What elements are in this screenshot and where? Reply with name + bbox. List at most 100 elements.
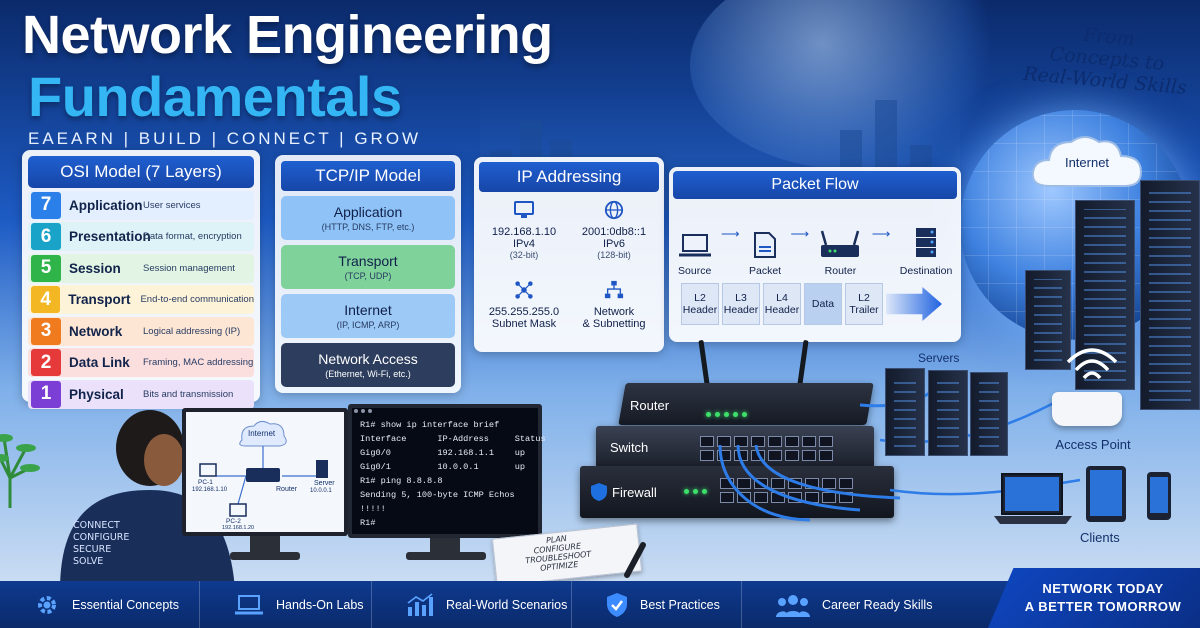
frame-segment-line-1: L2 <box>694 292 706 304</box>
frame-segment-line-2: Header <box>764 304 800 316</box>
diagram-pc2-label: PC-2 <box>226 518 241 525</box>
osi-layer-desc: Session management <box>143 262 235 274</box>
flow-step-router: Router <box>818 229 862 277</box>
globe-icon <box>604 200 624 219</box>
team-icon <box>776 594 810 617</box>
subnetting-cell: Network & Subnetting <box>569 267 659 342</box>
shield-icon <box>591 483 607 501</box>
osi-layer-2: 2 Data Link Framing, MAC addressing <box>28 348 254 377</box>
ipv4-bits: (32-bit) <box>509 249 539 260</box>
clients-label: Clients <box>1080 530 1120 545</box>
terminal-line: Gig0/0 192.168.1.1 up <box>360 448 526 458</box>
ip-title: IP Addressing <box>479 162 659 192</box>
tower-server <box>970 372 1008 456</box>
monitor-base <box>406 552 486 560</box>
shirt-line: SECURE <box>73 544 112 555</box>
diagram-pc2-ip: 192.168.1.20 <box>222 525 255 531</box>
topology-diagram <box>199 420 328 517</box>
router-label: Router <box>630 398 670 413</box>
packet-flow-steps: Source ⟶ Packet ⟶ Router ⟶ Destination <box>673 199 957 277</box>
slogan-banner: NETWORK TODAY A BETTER TOMORROW <box>988 568 1200 628</box>
wifi-icon <box>1066 348 1118 380</box>
arrow-right-icon: ⟶ <box>871 226 891 241</box>
subnet-mask-cell: 255.255.255.0 Subnet Mask <box>479 267 569 342</box>
tcpip-layer-protocols: (IP, ICMP, ARP) <box>336 320 400 330</box>
osi-layer-name: Data Link <box>69 355 130 370</box>
terminal-line: !!!!! <box>360 504 386 514</box>
tcpip-layer: Internet (IP, ICMP, ARP) <box>281 294 455 338</box>
title-line-1: Network Engineering <box>22 5 553 65</box>
feature-label: Real-World Scenarios <box>446 597 568 612</box>
terminal-line: R1# show ip interface brief <box>360 420 500 430</box>
flow-step-label: Packet <box>749 265 782 277</box>
arrow-right-icon <box>886 287 942 321</box>
feature-label: Career Ready Skills <box>822 597 933 612</box>
terminal-line: R1# ping 8.8.8.8 <box>360 476 443 486</box>
frame-segment-line-1: L3 <box>735 292 747 304</box>
tcpip-layer-protocols: (Ethernet, Wi-Fi, etc.) <box>325 369 411 379</box>
shirt-line: SOLVE <box>73 556 104 567</box>
internet-label: Internet <box>1064 155 1110 170</box>
packet-flow-panel: Packet Flow Source ⟶ Packet ⟶ Router ⟶ D… <box>669 167 961 342</box>
server-icon <box>916 228 937 257</box>
ipv6-cell: 2001:0db8::1 IPv6 (128-bit) <box>569 192 659 267</box>
frame-segment-line-2: Header <box>723 304 759 316</box>
tcpip-layer: Network Access (Ethernet, Wi-Fi, etc.) <box>281 343 455 387</box>
tower-server <box>885 368 925 456</box>
tcpip-layer-name: Transport <box>338 253 398 269</box>
tcpip-layer-name: Internet <box>344 302 392 318</box>
terminal-line: Gig0/1 10.0.0.1 up <box>360 462 526 472</box>
monitor-stand <box>430 538 460 554</box>
ipv6-bits: (128-bit) <box>597 249 631 260</box>
frame-segment: Data <box>804 283 842 325</box>
tcpip-title: TCP/IP Model <box>281 161 455 191</box>
tcpip-layer-protocols: (TCP, UDP) <box>344 271 392 281</box>
gear-icon <box>38 595 56 614</box>
arrow-right-icon: ⟶ <box>721 226 740 241</box>
flow-step-label: Router <box>824 265 857 277</box>
frame-segment-line-2: Trailer <box>849 304 879 316</box>
firewall-status-leds <box>684 489 707 494</box>
router-icon <box>821 230 860 257</box>
shirt-line: CONFIGURE <box>73 532 130 543</box>
frame-segment-line-1: L4 <box>776 292 788 304</box>
osi-layer-number: 6 <box>31 223 61 250</box>
flow-step-destination: Destination <box>900 227 952 277</box>
feature-label: Hands-On Labs <box>276 597 364 612</box>
feature-career-ready-skills: Career Ready Skills <box>742 581 942 628</box>
subnetting-line-2: & Subnetting <box>582 317 646 330</box>
subnet-mask-value: 255.255.255.0 <box>488 305 560 318</box>
diagram-router-label: Router <box>276 486 298 493</box>
feature-best-practices: Best Practices <box>572 581 742 628</box>
access-point-device <box>1052 392 1122 426</box>
osi-title: OSI Model (7 Layers) <box>28 156 254 188</box>
shirt-text: CONNECT CONFIGURE SECURE SOLVE <box>73 520 129 568</box>
osi-layer-desc: User services <box>143 199 201 211</box>
network-nodes-icon <box>515 280 533 299</box>
laptop-icon <box>994 473 1072 524</box>
shield-check-icon <box>607 592 627 617</box>
servers-label: Servers <box>918 351 960 365</box>
cloud-icon <box>1031 136 1143 187</box>
slogan-line-1: NETWORK TODAY <box>1042 581 1164 596</box>
switch-ports <box>700 436 833 461</box>
plant-decoration <box>0 434 40 508</box>
osi-layer-desc: Logical addressing (IP) <box>143 325 241 337</box>
osi-layer-number: 2 <box>31 349 61 376</box>
tcpip-layer-name: Network Access <box>318 351 418 367</box>
firewall-label: Firewall <box>612 485 657 500</box>
tcpip-layer: Application(HTTP, DNS, FTP, etc.) <box>281 196 455 240</box>
switch-label: Switch <box>610 440 649 455</box>
osi-layer-number: 5 <box>31 254 61 282</box>
tcpip-model-panel: TCP/IP Model Application(HTTP, DNS, FTP,… <box>275 155 461 393</box>
terminal-window-controls <box>354 409 536 415</box>
server-rack <box>1025 270 1071 370</box>
osi-layer-desc: Framing, MAC addressing <box>143 357 254 368</box>
